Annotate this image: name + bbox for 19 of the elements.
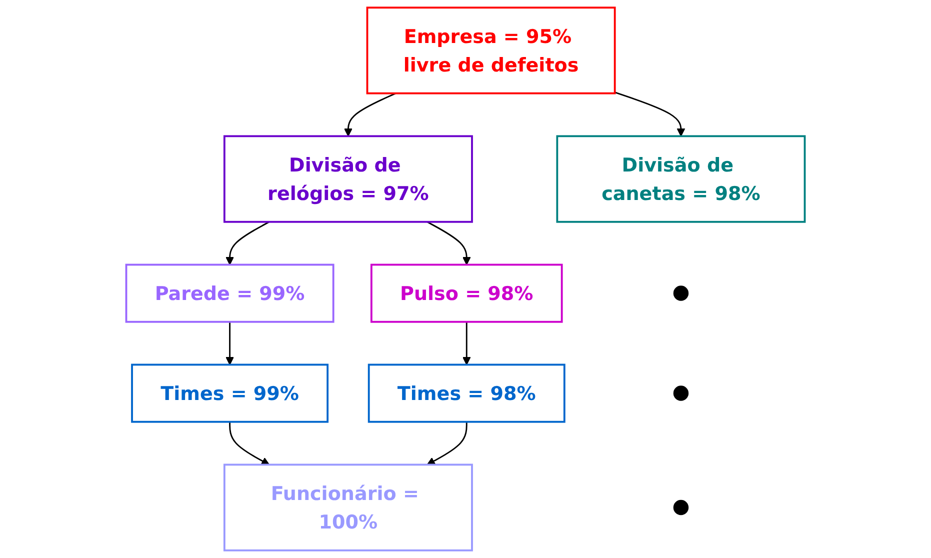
node-box: Divisão de canetas = 98% — [556, 135, 806, 223]
node-box: Parede = 99% — [125, 264, 334, 323]
arrow — [226, 221, 270, 266]
node-box: Times = 98% — [368, 364, 566, 423]
node-circle — [673, 286, 689, 301]
node-circle — [673, 386, 689, 401]
node-box: Funcionário = 100% — [223, 464, 473, 552]
node-box: Divisão de relógios = 97% — [223, 135, 473, 223]
node-circle — [673, 500, 689, 516]
node-box: Empresa = 95% livre de defeitos — [366, 6, 616, 94]
node-box: Pulso = 98% — [370, 264, 563, 323]
arrow — [462, 322, 471, 366]
arrow — [229, 422, 270, 466]
arrow — [344, 92, 396, 137]
arrow — [614, 92, 686, 137]
node-box: Times = 99% — [131, 364, 329, 423]
arrow — [426, 422, 468, 466]
arrow — [426, 221, 471, 266]
arrow — [226, 322, 234, 366]
